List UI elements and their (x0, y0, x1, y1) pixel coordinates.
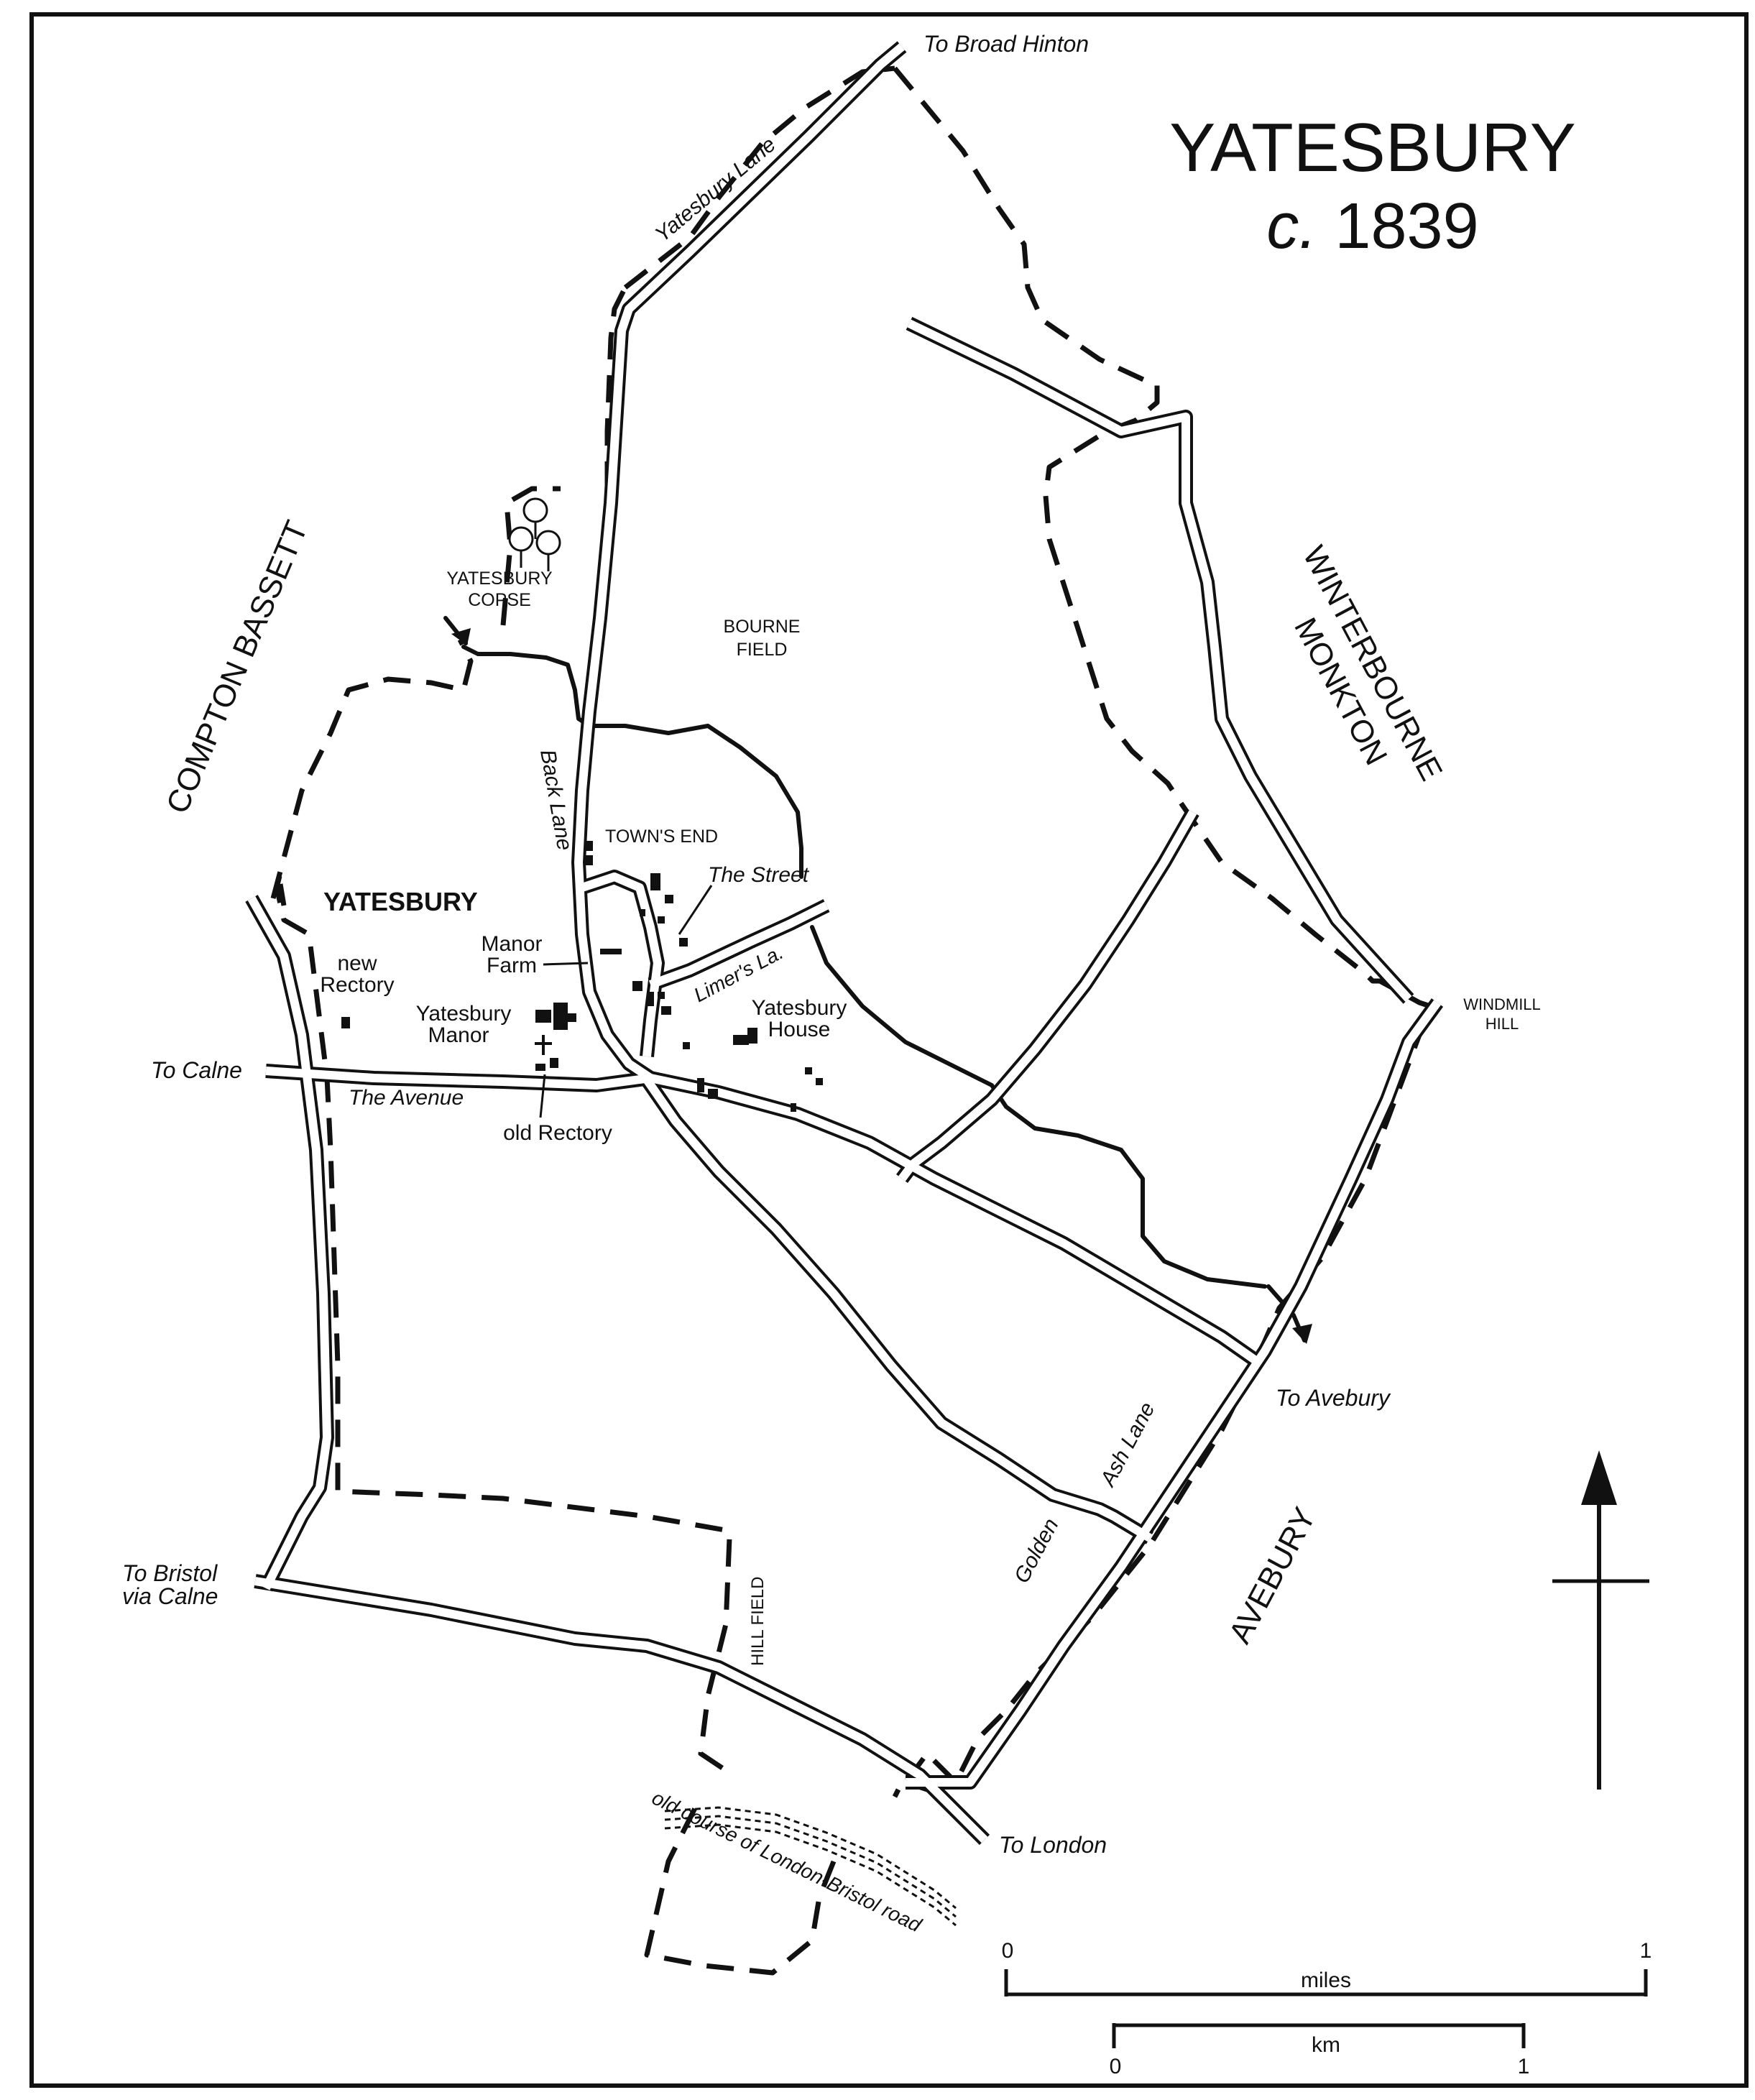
label-yatesbury-manor-2: Manor (428, 1023, 489, 1047)
pointer-old-rectory (539, 1074, 546, 1118)
parish-boundary (270, 65, 1433, 1976)
label-towns-end: TOWN'S END (605, 826, 718, 847)
label-yatesbury-house-1: Yatesbury (752, 996, 847, 1020)
building (733, 1035, 749, 1045)
scale-miles (1004, 1969, 1648, 1997)
building (805, 1067, 812, 1074)
buildings (341, 841, 823, 1112)
building (816, 1078, 823, 1085)
map-frame (29, 12, 1749, 2088)
dest-bristol-2: via Calne (122, 1583, 218, 1609)
tree-icon (508, 497, 561, 571)
label-manor-farm-2: Farm (487, 954, 537, 977)
scale-bar: 0 1 miles 0 1 km (1002, 1939, 1652, 2078)
dest-avebury: To Avebury (1276, 1385, 1391, 1411)
stream-east (810, 925, 1267, 1289)
stream-north (587, 724, 803, 879)
map-subtitle: c. 1839 (1266, 190, 1478, 262)
label-windmill-2: HILL (1485, 1015, 1519, 1033)
pointer-manor-farm (543, 962, 589, 966)
building (341, 1017, 350, 1028)
scale-km-0: 0 (1110, 2055, 1122, 2078)
building (791, 1103, 796, 1112)
label-hill-field: HILL FIELD (748, 1577, 768, 1667)
scale-km-label: km (1312, 2033, 1340, 2057)
label-manor-farm-1: Manor (481, 932, 542, 956)
building (550, 1058, 558, 1068)
stream-arrowhead-east (1292, 1324, 1312, 1344)
road-ash-lane: Ash Lane (1095, 1399, 1160, 1491)
label-new-rectory-2: Rectory (320, 973, 394, 997)
pointer-the-street (678, 885, 713, 935)
dest-calne: To Calne (151, 1057, 242, 1083)
scale-km (1112, 2023, 1526, 2048)
parish-avebury: AVEBURY (1222, 1502, 1323, 1649)
building (683, 1042, 690, 1049)
building (632, 981, 642, 991)
building (658, 916, 665, 924)
label-windmill-1: WINDMILL (1463, 995, 1541, 1013)
church-cross-icon (535, 1035, 552, 1055)
scale-km-1: 1 (1518, 2055, 1530, 2078)
map-title: YATESBURY (1169, 109, 1576, 186)
label-bourne-1: BOURNE (724, 617, 801, 637)
scale-miles-1: 1 (1640, 1939, 1652, 1963)
building (640, 909, 645, 916)
building (568, 1013, 576, 1022)
building (586, 841, 593, 851)
scale-miles-label: miles (1301, 1968, 1351, 1992)
road-the-street: The Street (708, 863, 810, 887)
building (679, 938, 688, 947)
building (647, 992, 654, 1006)
label-bourne-2: FIELD (737, 640, 788, 660)
north-arrow-icon (1552, 1450, 1649, 1790)
scale-miles-0: 0 (1002, 1939, 1014, 1963)
road-golden: Golden (1010, 1514, 1064, 1587)
building (553, 1003, 568, 1030)
stream-copse (461, 645, 591, 728)
label-yatesbury: YATESBURY (323, 887, 478, 916)
old-road-course (664, 1806, 957, 1927)
road-the-avenue: The Avenue (349, 1086, 464, 1110)
parish-compton-bassett: COMPTON BASSETT (160, 516, 315, 819)
building (747, 1028, 757, 1044)
building (535, 1064, 545, 1071)
dest-bristol-1: To Bristol (122, 1560, 218, 1586)
stream-arrowhead-copse (451, 628, 471, 645)
dest-london: To London (999, 1832, 1107, 1858)
label-yatesbury-manor-1: Yatesbury (416, 1002, 512, 1026)
building (708, 1089, 718, 1099)
label-copse-1: YATESBURY (446, 568, 553, 589)
building (535, 1010, 551, 1023)
building (658, 992, 665, 999)
streams (443, 616, 1312, 1344)
label-new-rectory-1: new (337, 952, 377, 975)
building (600, 949, 622, 954)
label-yatesbury-house-2: House (768, 1018, 831, 1041)
building (665, 895, 673, 903)
roads (245, 41, 1444, 1846)
dest-broad-hinton: To Broad Hinton (923, 31, 1089, 57)
building (650, 873, 660, 890)
road-old-course: old course of London-Bristol road (648, 1787, 926, 1937)
building (661, 1006, 671, 1015)
label-old-rectory: old Rectory (503, 1121, 612, 1145)
building (586, 855, 593, 865)
road-back-lane: Back Lane (535, 747, 576, 852)
label-copse-2: COPSE (468, 590, 531, 610)
building (697, 1078, 704, 1092)
